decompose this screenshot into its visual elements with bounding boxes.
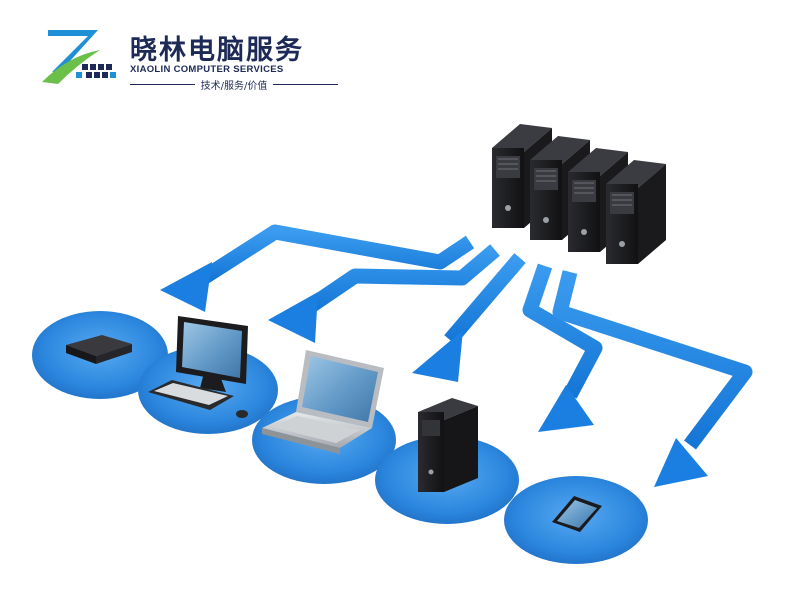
- arrowhead-3: [412, 330, 463, 382]
- brand-name-cn: 晓林电脑服务: [130, 35, 304, 66]
- arrow-to-laptop: [444, 253, 526, 345]
- arrowhead-5: [654, 438, 708, 487]
- brand-logo: 晓林电脑服务 XIAOLIN COMPUTER SERVICES 技术/服务/价…: [38, 20, 338, 92]
- tagline-rule-right: [273, 84, 338, 85]
- connection-arrows: [195, 224, 753, 450]
- arrow-to-tower: [522, 263, 603, 399]
- arrow-to-desktop: [300, 244, 500, 317]
- server-rack-icon: [492, 124, 666, 264]
- laptop-icon: [262, 350, 384, 454]
- arrowhead-1: [160, 262, 212, 312]
- arrowhead-2: [268, 292, 318, 343]
- server-unit: [606, 160, 666, 264]
- arrow-to-set-top-box: [195, 224, 475, 287]
- tagline-text: 技术/服务/价值: [200, 81, 268, 92]
- tablet-icon: [552, 496, 602, 532]
- brand-name-en: XIAOLIN COMPUTER SERVICES: [130, 64, 284, 75]
- mouse-icon: [236, 410, 248, 418]
- z-logo-icon: [42, 30, 116, 84]
- tagline-rule-left: [130, 84, 195, 85]
- arrow-to-tablet: [552, 270, 753, 450]
- set-top-box-icon: [66, 335, 132, 364]
- arrowhead-4: [538, 385, 594, 432]
- desktop-computer-icon: [148, 316, 248, 418]
- tower-pc-icon: [418, 398, 478, 492]
- brand-tagline: 技术/服务/价值: [130, 77, 338, 92]
- arrow-heads: [160, 262, 708, 487]
